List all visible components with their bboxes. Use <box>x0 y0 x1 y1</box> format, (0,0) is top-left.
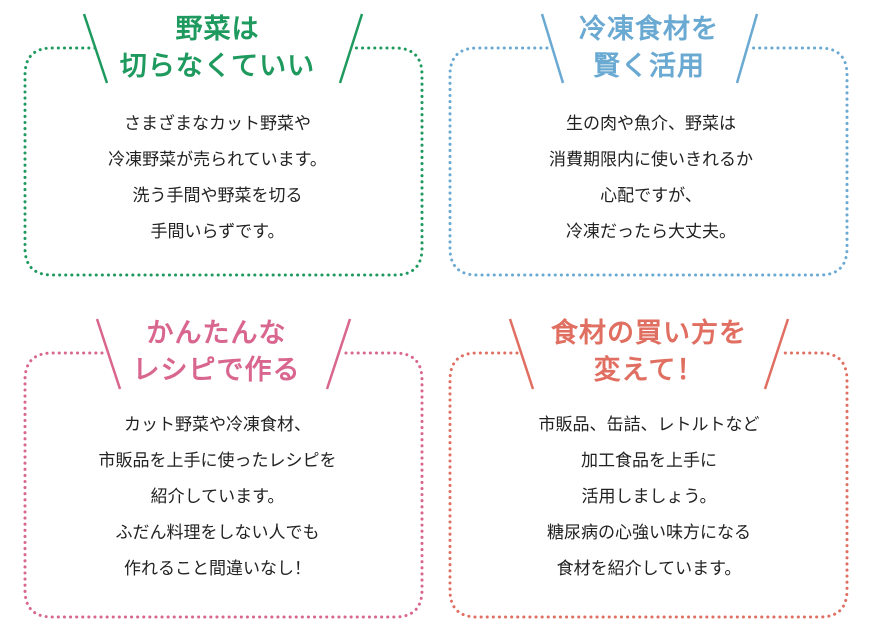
card-body: カット野菜や冷凍食材、 市販品を上手に使ったレシピを 紹介しています。 ふだん料… <box>98 415 337 579</box>
dotted-frame <box>448 13 849 277</box>
dotted-frame <box>23 318 424 619</box>
slash-left <box>540 13 565 84</box>
slash-right <box>338 13 364 84</box>
slash-right <box>325 318 352 390</box>
card-body: 生の肉や魚介、野菜は 消費期限内に使いきれるか 心配ですが、 冷凍だったら大丈夫… <box>549 114 753 242</box>
card-title: 冷凍食材を 賢く活用 <box>579 14 719 82</box>
card-title: 野菜は 切らなくていい <box>119 14 316 82</box>
slash-right <box>735 13 759 84</box>
card-title: かんたんな レシピで作る <box>132 318 301 386</box>
dotted-frame <box>448 318 849 619</box>
dotted-frame <box>23 13 424 277</box>
card-change-buying: 食材の買い方を 変えて！ 市販品、缶詰、レトルトなど 加工食品を上手に 活用しま… <box>435 300 871 641</box>
card-body: さまざまなカット野菜や 冷凍野菜が売られています。 洗う手間や野菜を切る 手間い… <box>108 114 327 242</box>
card-title: 食材の買い方を 変えて！ <box>551 318 747 386</box>
slash-left <box>82 13 109 84</box>
slash-right <box>763 318 790 390</box>
slash-left <box>508 318 535 390</box>
card-easy-recipes: かんたんな レシピで作る カット野菜や冷凍食材、 市販品を上手に使ったレシピを … <box>0 300 435 641</box>
card-body: 市販品、缶詰、レトルトなど 加工食品を上手に 活用しましょう。 糖尿病の心強い味… <box>538 415 760 579</box>
slash-left <box>95 318 122 390</box>
card-cut-vegetables: 野菜は 切らなくていい さまざまなカット野菜や 冷凍野菜が売られています。 洗う… <box>0 0 435 290</box>
card-frozen-food: 冷凍食材を 賢く活用 生の肉や魚介、野菜は 消費期限内に使いきれるか 心配ですが… <box>435 0 871 290</box>
